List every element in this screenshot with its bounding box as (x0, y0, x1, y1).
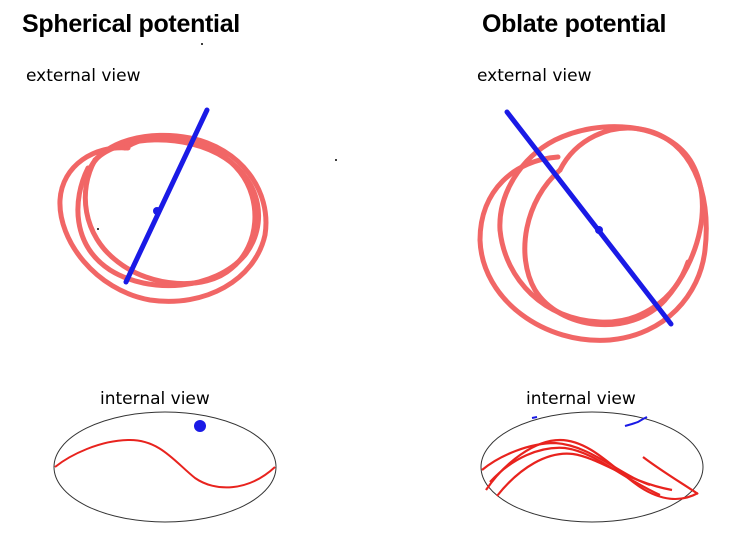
spherical-panel: Spherical potential external view intern… (22, 10, 240, 409)
internal-view-label: internal view (526, 389, 636, 409)
pole-track (624, 416, 648, 427)
external-view-label: external view (26, 66, 141, 86)
spherical-external-orbit (57, 132, 269, 304)
spherical-internal-sky (53, 411, 277, 523)
sky-projection-outline (53, 411, 277, 523)
oblate-internal-sky (480, 411, 704, 523)
pole-marker (194, 420, 206, 432)
stray-dot (335, 159, 337, 161)
orbit-loop-1 (57, 132, 269, 304)
orbit-track (489, 446, 661, 497)
stray-dot (97, 228, 99, 230)
external-view-label: external view (477, 66, 592, 86)
orbit-loop-3 (497, 227, 691, 325)
pole-track (531, 416, 538, 419)
sky-projection-outline (480, 411, 704, 523)
orbit-loop-2 (497, 124, 705, 328)
stray-dot (201, 43, 203, 45)
orbit-loop-3 (82, 134, 258, 287)
panel-title: Spherical potential (22, 10, 240, 38)
center-marker (595, 226, 603, 234)
orbit-track (485, 438, 699, 500)
orbit-loop-1 (477, 125, 709, 343)
orbit-track (642, 456, 699, 495)
center-marker (153, 207, 161, 215)
orbit-track (481, 441, 651, 487)
oblate-panel: Oblate potential external view internal … (374, 0, 748, 546)
oblate-axis (504, 109, 674, 327)
orbit-track (496, 452, 673, 497)
internal-view-label: internal view (100, 389, 210, 409)
oblate-external-orbit (477, 124, 709, 343)
rotation-axis (123, 107, 210, 285)
spherical-axis (123, 107, 210, 285)
panel-title: Oblate potential (482, 10, 667, 38)
rotation-axis (504, 109, 674, 327)
orbit-track (54, 438, 276, 489)
